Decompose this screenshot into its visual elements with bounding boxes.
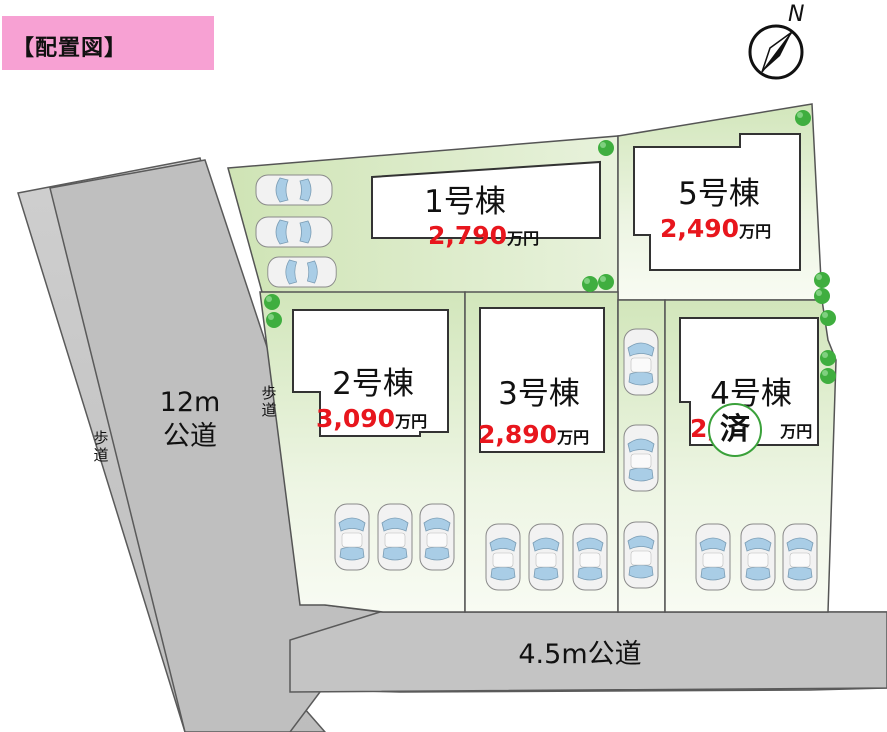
compass-icon	[748, 24, 804, 80]
main-road-width: 12m	[159, 387, 221, 418]
car-drive-b	[623, 424, 659, 492]
building-2-outline	[292, 309, 449, 437]
car-lot4-b	[740, 523, 776, 591]
lot-3-price: 2,890万円	[478, 420, 589, 449]
tree-icon	[264, 294, 280, 310]
tree-icon	[814, 272, 830, 288]
lot-1-label: 1号棟	[424, 184, 506, 220]
tree-icon	[582, 276, 598, 292]
lot-5-price-unit: 万円	[739, 222, 772, 241]
tree-icon	[598, 140, 614, 156]
car-lot3-c	[572, 523, 608, 591]
tree-icon	[820, 368, 836, 384]
car-lot1-b	[255, 216, 333, 248]
car-lot3-a	[485, 523, 521, 591]
car-lot3-b	[528, 523, 564, 591]
building-1-outline	[371, 160, 601, 239]
building-5-outline	[633, 133, 801, 271]
bottom-road-label: 4.5m公道	[518, 639, 642, 670]
lot-3-label: 3号棟	[498, 376, 580, 412]
lot-1-price-unit: 万円	[507, 229, 540, 248]
building-3-outline	[479, 307, 605, 453]
tree-icon	[820, 310, 836, 326]
lot-4-sold-badge: 済	[708, 403, 762, 457]
lot-1-price: 2,790万円	[428, 221, 539, 250]
page-title: 【配置図】	[12, 36, 128, 61]
tree-icon	[266, 312, 282, 328]
car-lot2-c	[419, 503, 455, 571]
lot-5-label: 5号棟	[678, 176, 760, 212]
car-lot1-c	[267, 256, 337, 288]
lot-5-price-number: 2,490	[660, 214, 740, 243]
lot-2-label: 2号棟	[332, 366, 414, 402]
car-lot1-a	[255, 174, 333, 206]
lot-3-price-number: 2,890	[478, 420, 558, 449]
lot-2-price: 3,090万円	[316, 404, 427, 433]
lot-5-price: 2,490万円	[660, 214, 771, 243]
car-drive-c	[623, 521, 659, 589]
lot-4-price-unit: 万円	[780, 422, 813, 441]
tree-icon	[598, 274, 614, 290]
main-road-label: 12m 公道	[150, 386, 230, 454]
sidewalk-right-label: 歩 道	[261, 384, 277, 419]
car-lot2-a	[334, 503, 370, 571]
lot-1-price-number: 2,790	[428, 221, 508, 250]
car-lot2-b	[377, 503, 413, 571]
tree-icon	[820, 350, 836, 366]
north-label: N	[788, 2, 805, 27]
sidewalk-left-label: 歩 道	[93, 429, 109, 464]
tree-icon	[795, 110, 811, 126]
bottom-road-surface	[289, 611, 887, 693]
car-lot4-a	[695, 523, 731, 591]
car-drive-a	[623, 328, 659, 396]
lot-3-price-unit: 万円	[557, 428, 590, 447]
lot-4-label: 4号棟	[710, 376, 792, 412]
lot-2-price-unit: 万円	[395, 412, 428, 431]
header-banner: 【配置図】	[2, 16, 214, 70]
tree-icon	[814, 288, 830, 304]
car-lot4-c	[782, 523, 818, 591]
main-road-type: 公道	[163, 421, 217, 452]
lot-2-price-number: 3,090	[316, 404, 396, 433]
